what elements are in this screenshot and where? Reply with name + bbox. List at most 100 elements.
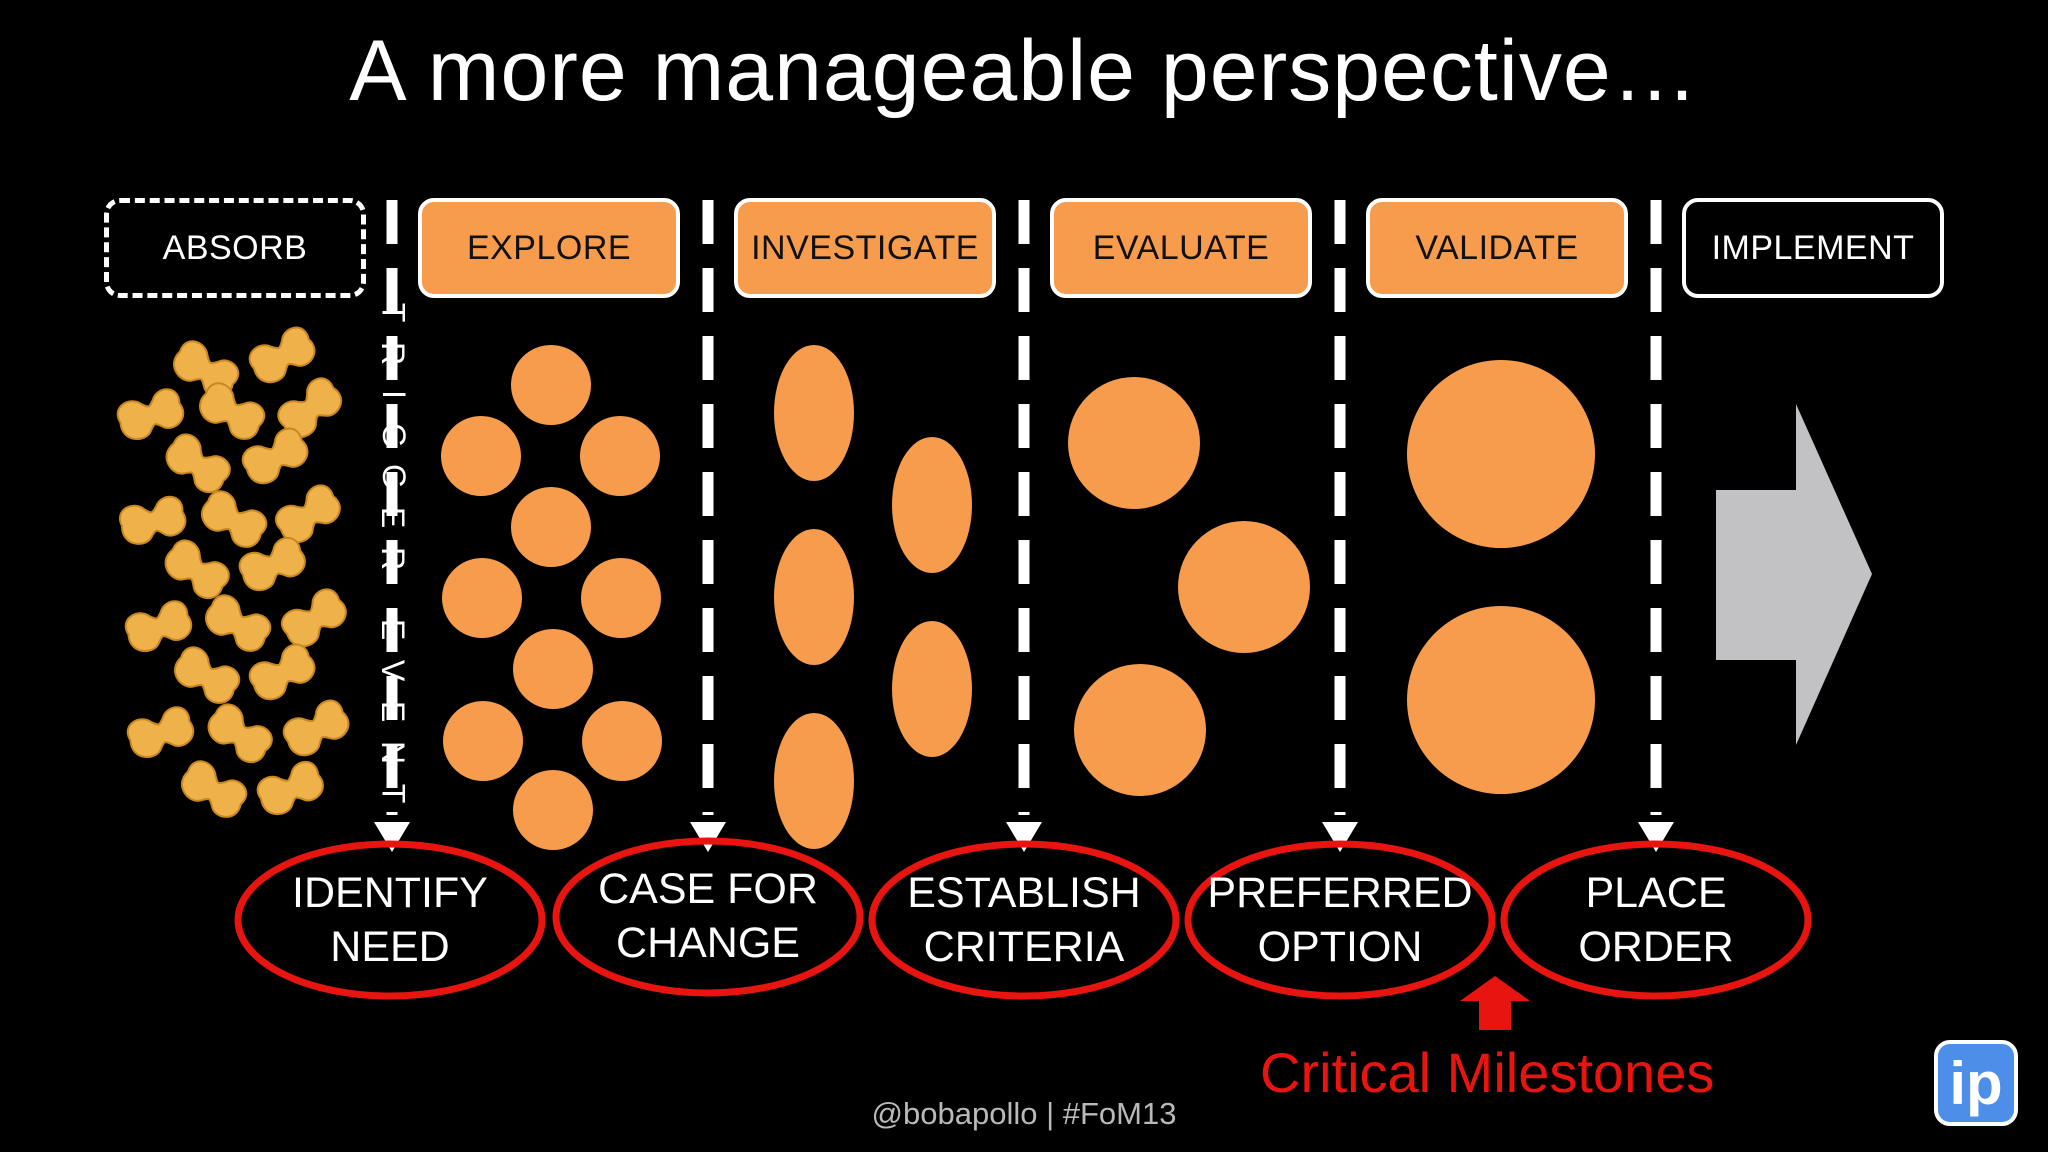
trigger-letter: E	[375, 506, 412, 529]
peanut-shape	[248, 643, 316, 701]
idea-circle	[513, 770, 593, 850]
milestone-pointers	[374, 822, 1674, 852]
idea-circle	[581, 558, 661, 638]
option-ellipse	[774, 345, 854, 481]
absorb-peanut-cluster	[116, 326, 350, 818]
peanut-shape	[256, 760, 324, 816]
peanut-shape	[199, 382, 266, 440]
idea-circle	[582, 701, 662, 781]
trigger-letter: G	[375, 464, 412, 489]
peanut-shape	[124, 600, 193, 652]
stage-absorb: ABSORB	[104, 198, 366, 298]
milestone-ring	[868, 840, 1180, 1000]
peanut-shape	[119, 495, 187, 545]
milestone-identify-need: IDENTIFY NEED	[238, 845, 542, 995]
milestone-line: PLACE	[1585, 869, 1727, 917]
milestone-ring	[1184, 840, 1496, 1000]
pointer-triangle-icon	[690, 822, 726, 852]
stage-explore: EXPLORE	[418, 198, 680, 298]
stage-validate: VALIDATE	[1366, 198, 1628, 298]
peanut-shape	[165, 433, 231, 493]
stage-evaluate: EVALUATE	[1050, 198, 1312, 298]
milestone-line: CASE FOR	[598, 865, 818, 913]
trigger-letter: N	[375, 740, 412, 765]
shortlist-circle	[1074, 664, 1206, 796]
milestone-line: OPTION	[1257, 923, 1423, 971]
stage-label: INVESTIGATE	[751, 228, 979, 267]
stage-label: VALIDATE	[1415, 228, 1579, 267]
peanut-shape	[282, 699, 350, 757]
milestone-preferred-option: PREFERRED OPTION	[1188, 845, 1492, 995]
idea-circle	[513, 629, 593, 709]
stage-label: ABSORB	[162, 228, 308, 267]
option-ellipse	[774, 713, 854, 849]
slide-title: A more manageable perspective…	[349, 23, 1699, 119]
trigger-letter: V	[375, 659, 412, 682]
idea-circle	[580, 416, 660, 496]
stage-investigate: INVESTIGATE	[734, 198, 996, 298]
milestone-establish-criteria: ESTABLISH CRITERIA	[872, 845, 1176, 995]
trigger-letter: T	[375, 302, 412, 323]
peanut-shape	[238, 536, 306, 592]
peanut-shape	[248, 326, 316, 384]
pointer-triangle-icon	[1322, 822, 1358, 852]
stage-implement: IMPLEMENT	[1682, 198, 1944, 298]
explore-circles	[441, 345, 662, 850]
trigger-letter: T	[375, 783, 412, 804]
trigger-letter	[378, 590, 408, 599]
milestone-line: ESTABLISH	[907, 869, 1141, 917]
peanut-shape	[207, 703, 273, 763]
evaluate-circles	[1068, 377, 1310, 796]
finalist-circle	[1407, 360, 1595, 548]
option-ellipse	[892, 437, 972, 573]
trigger-letter: E	[375, 618, 412, 641]
milestone-line: CRITERIA	[923, 923, 1125, 971]
credit-text: @bobapollo | #FoM13	[871, 1096, 1177, 1131]
peanut-shape	[116, 388, 185, 440]
trigger-letter: R	[375, 546, 412, 571]
trigger-letter: I	[375, 390, 412, 399]
stage-separators	[386, 200, 1662, 815]
milestone-line: CHANGE	[616, 919, 800, 967]
peanut-shape	[277, 377, 343, 439]
pointer-triangle-icon	[1638, 822, 1674, 852]
stage-label: IMPLEMENT	[1711, 228, 1915, 267]
trigger-letter: E	[375, 700, 412, 723]
milestone-rings	[234, 837, 1812, 1000]
trigger-letter: R	[375, 341, 412, 366]
implement-arrow-icon	[1716, 404, 1872, 745]
idea-circle	[442, 558, 522, 638]
idea-circle	[441, 416, 521, 496]
ip-logo-icon: ip	[1934, 1040, 2018, 1126]
milestone-line: PREFERRED	[1207, 869, 1473, 917]
idea-circle	[443, 701, 523, 781]
idea-circle	[511, 345, 591, 425]
critical-milestones-label: Critical Milestones	[1260, 1041, 1715, 1104]
stage-label: EVALUATE	[1092, 228, 1270, 267]
milestone-ring	[552, 837, 864, 997]
trigger-letter: G	[375, 423, 412, 448]
peanut-shape	[205, 594, 272, 652]
peanut-shape	[164, 539, 230, 599]
peanut-shape	[126, 706, 195, 758]
milestone-case-for-change: CASE FOR CHANGE	[556, 841, 860, 991]
peanut-shape	[274, 484, 341, 544]
peanut-shape	[181, 760, 248, 818]
option-ellipse	[774, 529, 854, 665]
milestone-line: IDENTIFY	[292, 869, 488, 917]
peanut-shape	[241, 427, 309, 485]
pointer-triangle-icon	[374, 822, 410, 852]
finalist-circle	[1407, 606, 1595, 794]
option-ellipse	[892, 621, 972, 757]
shortlist-circle	[1068, 377, 1200, 509]
pointer-triangle-icon	[1006, 822, 1042, 852]
milestone-ring	[234, 840, 546, 1000]
validate-circles	[1407, 360, 1595, 794]
milestone-line: NEED	[330, 923, 450, 971]
peanut-shape	[201, 490, 268, 548]
peanut-shape	[174, 646, 241, 704]
